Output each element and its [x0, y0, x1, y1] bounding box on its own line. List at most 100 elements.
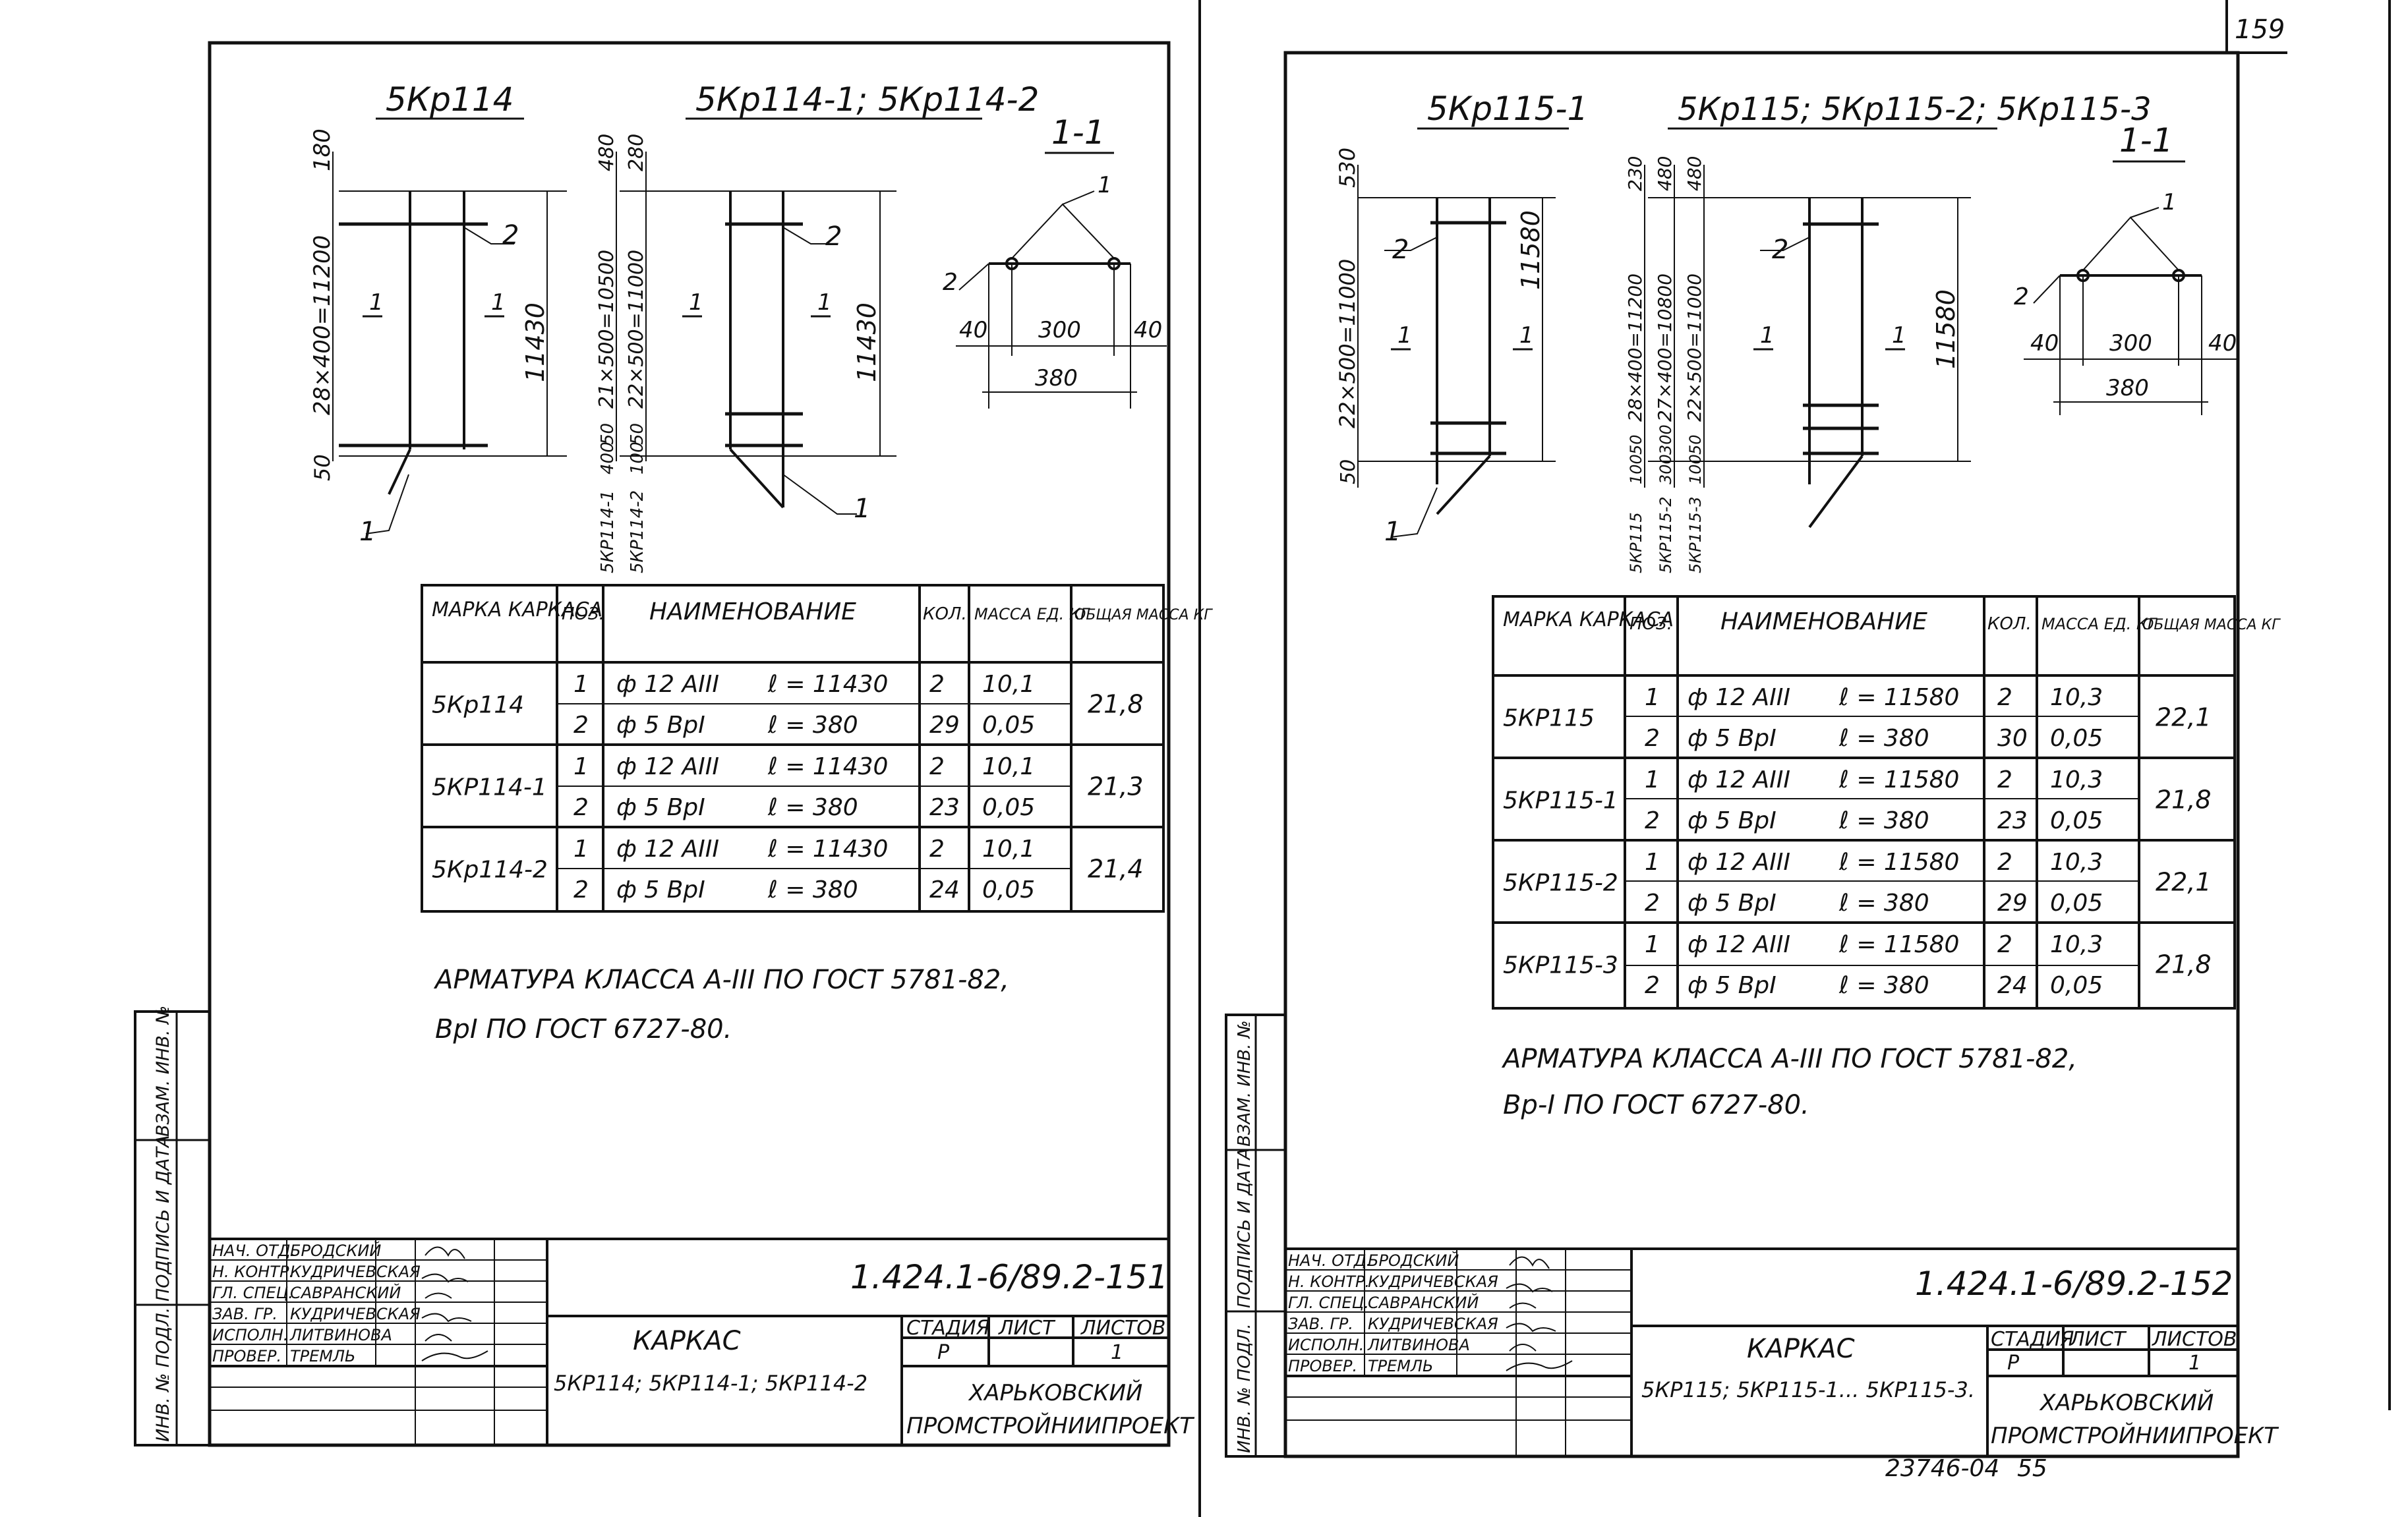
- table-cell-pos: 1: [573, 671, 589, 698]
- svg-text:300: 300: [1038, 317, 1081, 343]
- title-right: 5Кр115; 5Кр115-2; 5Кр115-3: [1678, 91, 2152, 128]
- svg-text:2: 2: [502, 220, 519, 250]
- svg-text:40: 40: [2030, 330, 2059, 357]
- svg-text:1: 1: [1519, 322, 1534, 349]
- table-cell-length: ℓ = 11580: [1838, 766, 1959, 793]
- table-cell-name: ф 12 АIII: [1688, 766, 1790, 793]
- frame-5kr114: 2 1 1 1 180 28×400=11200 50 11430: [309, 129, 567, 547]
- table-cell-length: ℓ = 11580: [1838, 931, 1959, 958]
- table-cell-length: ℓ = 380: [767, 712, 858, 739]
- svg-text:50: 50: [1627, 434, 1645, 455]
- svg-text:40: 40: [1134, 317, 1162, 343]
- svg-text:Р: Р: [2007, 1352, 2020, 1375]
- table-cell-mass: 0,05: [2050, 972, 2103, 999]
- table-cell-mass: 10,3: [2050, 849, 2103, 876]
- stamp-name: КУДРИЧЕВСКАЯ: [290, 1305, 421, 1323]
- svg-text:МАРКА КАРКАСА: МАРКА КАРКАСА: [1503, 608, 1674, 631]
- stamp-name: ЛИТВИНОВА: [289, 1326, 392, 1344]
- table-cell-length: ℓ = 11430: [767, 671, 888, 698]
- frame-5kr115-1: 2 1 1 1 530 22×500=11000 50 11580: [1335, 148, 1556, 547]
- svg-text:28×400=11200: 28×400=11200: [309, 235, 336, 415]
- stamp-name: ТРЕМЛЬ: [1368, 1357, 1434, 1375]
- note-line-2: ВрI ПО ГОСТ 6727-80.: [435, 1014, 732, 1045]
- signature-marks: [1506, 1256, 1573, 1371]
- table-cell-mark: 5КР115: [1503, 705, 1595, 732]
- table-cell-length: ℓ = 380: [1838, 807, 1929, 834]
- table-cell-qty: 24: [929, 876, 960, 903]
- table-cell-qty: 23: [929, 794, 960, 821]
- stamp-role: ГЛ. СПЕЦ.: [212, 1284, 293, 1302]
- table-cell-name: ф 12 АIII: [1688, 684, 1790, 711]
- archive-number: 23746-04: [1885, 1455, 1999, 1482]
- table-cell-qty: 2: [929, 671, 945, 698]
- svg-text:1: 1: [1111, 1341, 1123, 1364]
- svg-text:5КР114; 5КР114-1; 5КР114-2: 5КР114; 5КР114-1; 5КР114-2: [554, 1371, 867, 1396]
- table-cell-total: 21,4: [1088, 855, 1144, 884]
- svg-text:5КР114-2: 5КР114-2: [628, 490, 647, 573]
- svg-text:50: 50: [310, 454, 335, 481]
- table-cell-pos: 1: [1645, 684, 1660, 711]
- svg-text:50: 50: [628, 423, 647, 445]
- svg-text:ПРОМСТРОЙНИИПРОЕКТ: ПРОМСТРОЙНИИПРОЕКТ: [1991, 1422, 2279, 1449]
- table-cell-total: 22,1: [2156, 703, 2212, 732]
- svg-text:1: 1: [1098, 172, 1112, 198]
- svg-text:300: 300: [2109, 330, 2152, 357]
- signature-marks: [421, 1246, 488, 1361]
- table-cell-pos: 2: [573, 712, 589, 739]
- svg-text:11430: 11430: [521, 302, 550, 382]
- svg-text:21×500=10500: 21×500=10500: [595, 250, 618, 409]
- svg-text:ПОЗ.: ПОЗ.: [1630, 614, 1672, 634]
- section-1-1: 1-1 1 2 40 300 40 380: [943, 113, 1167, 409]
- svg-text:СТАДИЯ: СТАДИЯ: [1991, 1328, 2074, 1351]
- table-cell-qty: 30: [1997, 725, 2028, 752]
- svg-text:МАССА ЕД. КГ: МАССА ЕД. КГ: [974, 605, 1090, 623]
- svg-text:22×500=11000: 22×500=11000: [1684, 273, 1705, 422]
- svg-text:КАРКАС: КАРКАС: [633, 1326, 741, 1356]
- side-label-sign: ПОДПИСЬ И ДАТА: [153, 1135, 173, 1302]
- side-label-sign: ПОДПИСЬ И ДАТА: [1235, 1148, 1254, 1308]
- side-label-inv: ИНВ. № ПОДЛ.: [1235, 1323, 1254, 1453]
- svg-text:5КР115-2: 5КР115-2: [1657, 496, 1675, 573]
- table-cell-length: ℓ = 380: [767, 876, 858, 903]
- note-line-1: АРМАТУРА КЛАССА А-III ПО ГОСТ 5781-82,: [1501, 1044, 2077, 1074]
- table-cell-mass: 10,3: [2050, 684, 2103, 711]
- svg-text:480: 480: [595, 134, 618, 171]
- title-right: 5Кр114-1; 5Кр114-2: [695, 80, 1039, 119]
- svg-text:100: 100: [1627, 454, 1645, 484]
- sheet-151: ВЗАМ. ИНВ. № ПОДПИСЬ И ДАТА ИНВ. № ПОДЛ.…: [134, 41, 1213, 1447]
- svg-text:ЛИСТОВ: ЛИСТОВ: [2152, 1328, 2237, 1351]
- svg-text:380: 380: [1035, 365, 1078, 391]
- table-cell-mark: 5Кр114-2: [432, 857, 548, 884]
- table-cell-length: ℓ = 380: [1838, 972, 1929, 999]
- svg-text:5КР115-3: 5КР115-3: [1686, 496, 1705, 573]
- svg-text:1: 1: [2188, 1352, 2201, 1375]
- svg-text:ПРОМСТРОЙНИИПРОЕКТ: ПРОМСТРОЙНИИПРОЕКТ: [906, 1412, 1194, 1439]
- table-cell-name: ф 5 ВрI: [1688, 807, 1777, 834]
- table-cell-qty: 23: [1997, 807, 2028, 834]
- svg-text:2: 2: [1772, 235, 1788, 265]
- side-label-inv: ИНВ. № ПОДЛ.: [153, 1307, 173, 1442]
- table-cell-pos: 1: [573, 753, 589, 780]
- stamp-name: ЛИТВИНОВА: [1367, 1336, 1470, 1354]
- stamp-role: Н. КОНТР.: [212, 1263, 294, 1281]
- svg-text:КАРКАС: КАРКАС: [1747, 1334, 1855, 1364]
- spec-table-152: МАРКА КАРКАСА ПОЗ. НАИМЕНОВАНИЕ КОЛ. МАС…: [1492, 595, 2281, 1010]
- table-cell-length: ℓ = 11580: [1838, 684, 1959, 711]
- table-cell-qty: 29: [1997, 890, 2028, 917]
- svg-text:2: 2: [2014, 283, 2029, 310]
- sheet-152: ВЗАМ. ИНВ. № ПОДПИСЬ И ДАТА ИНВ. № ПОДЛ.…: [1225, 51, 2281, 1458]
- svg-text:КОЛ.: КОЛ.: [923, 604, 967, 624]
- stamp-role: ИСПОЛН.: [212, 1326, 288, 1344]
- svg-text:ОБЩАЯ МАССА КГ: ОБЩАЯ МАССА КГ: [1074, 607, 1213, 623]
- note-line-2: Вр-I ПО ГОСТ 6727-80.: [1503, 1090, 1809, 1120]
- spec-table-151: МАРКА КАРКАСА ПОЗ. НАИМЕНОВАНИЕ КОЛ. МАС…: [421, 584, 1213, 913]
- table-cell-mark: 5КР115-1: [1503, 787, 1618, 815]
- table-cell-mass: 10,3: [2050, 931, 2103, 958]
- svg-text:1: 1: [359, 517, 376, 547]
- svg-text:11580: 11580: [1931, 289, 1960, 369]
- table-cell-length: ℓ = 380: [1838, 890, 1929, 917]
- stamp-role: ГЛ. СПЕЦ.: [1288, 1294, 1369, 1312]
- title-left: 5Кр114: [386, 80, 514, 119]
- svg-text:2: 2: [825, 221, 842, 252]
